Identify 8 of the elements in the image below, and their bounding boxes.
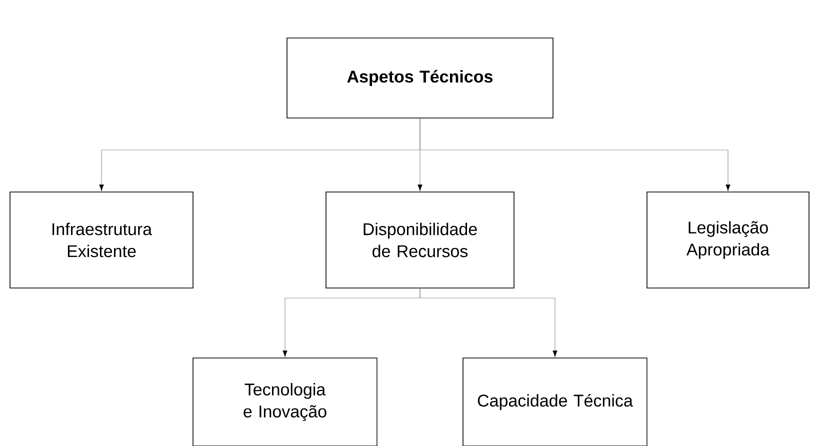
arrow — [420, 118, 730, 191]
box: Aspetos Técnicos — [286, 38, 554, 118]
box: Tecnologia e Inovação — [192, 358, 378, 446]
box: Infraestrutura Existente — [10, 192, 194, 288]
box: Capacidade Técnica — [462, 358, 648, 446]
arrow — [420, 288, 558, 357]
box: Disponibilidade de Recursos — [326, 192, 514, 288]
box: Legislação Apropriada — [646, 192, 810, 288]
